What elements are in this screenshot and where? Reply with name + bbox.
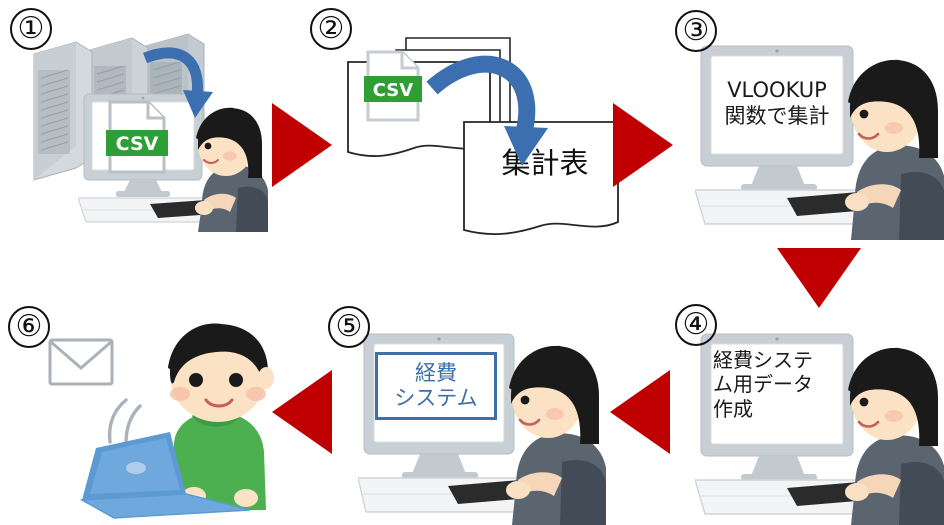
- blue-curved-arrow-2: [426, 55, 548, 166]
- boy-at-laptop: [60, 320, 290, 520]
- motion-lines-icon: [107, 398, 142, 446]
- step-2-panel: ② CSV 集計表: [300, 0, 640, 255]
- step-1-panel: ①: [0, 0, 300, 250]
- step-3-panel: ③: [645, 0, 944, 250]
- envelope-icon: [48, 338, 114, 386]
- step-1-number: ①: [10, 8, 52, 50]
- step-3-number: ③: [675, 10, 717, 52]
- expense-system-box: 経費 システム: [375, 352, 497, 420]
- step-4-screen-text: 経費システ ム用データ 作成: [713, 348, 813, 421]
- svg-text:CSV: CSV: [116, 133, 159, 155]
- arrow-step5-to-step6: [272, 370, 332, 454]
- step-2-number: ②: [310, 8, 352, 50]
- tabulation-sheet-doc: [463, 121, 619, 235]
- arrow-step2-to-step3: [613, 103, 673, 187]
- step-6-panel: ⑥: [0, 290, 300, 521]
- step-4-number: ④: [675, 304, 717, 346]
- step-6-number: ⑥: [8, 306, 50, 348]
- person-at-desktop-4: [695, 330, 944, 525]
- person-at-desktop-3: [695, 40, 944, 240]
- svg-text:CSV: CSV: [373, 80, 414, 101]
- arrow-step4-to-step5: [610, 370, 670, 454]
- csv-file-icon-1: CSV: [106, 100, 168, 174]
- arrow-step3-to-step4: [777, 248, 861, 308]
- csv-file-icon-2: CSV: [364, 50, 422, 122]
- step-5-panel: ⑤: [320, 290, 620, 525]
- step-3-screen-text: VLOOKUP 関数で集計: [724, 78, 830, 128]
- step-4-panel: ④: [645, 290, 944, 525]
- arrow-step1-to-step2: [272, 103, 332, 187]
- step-5-number: ⑤: [328, 306, 370, 348]
- blue-curved-arrow-1: [143, 47, 213, 118]
